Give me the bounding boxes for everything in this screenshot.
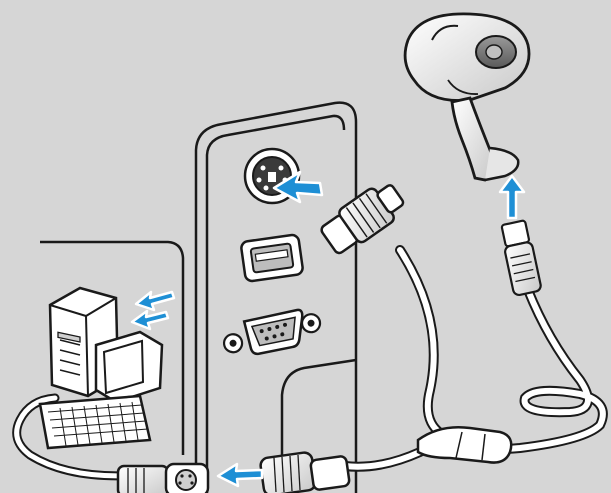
keyboard-female-connector: [260, 452, 350, 493]
usb-port: [240, 234, 303, 282]
handheld-scanner: [405, 14, 529, 180]
keyboard-male-plug: [118, 464, 208, 493]
ps2-plug-connector: [317, 177, 409, 258]
arrow-to-computer-bottom: [132, 311, 168, 329]
rj45-connector: [499, 220, 541, 296]
y-cable-junction: [418, 427, 511, 462]
serial-port: [221, 307, 323, 358]
arrow-to-keyboard-plug: [218, 464, 262, 486]
arrow-to-scanner: [500, 176, 524, 218]
arrow-to-computer-top: [136, 292, 174, 310]
